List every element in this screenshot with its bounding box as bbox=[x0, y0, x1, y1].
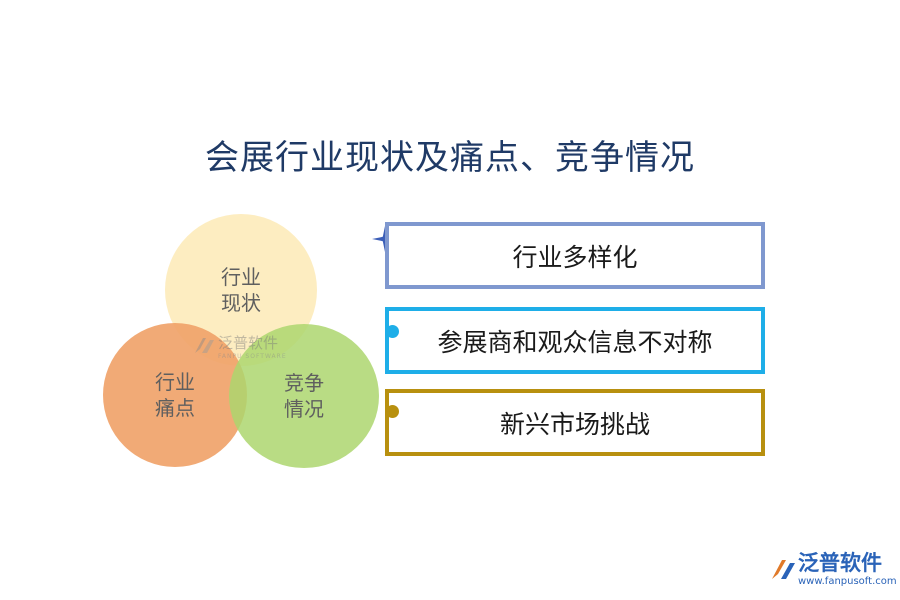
brand-logo-url: www.fanpusoft.com bbox=[798, 576, 897, 587]
watermark-text: 泛普软件 bbox=[218, 334, 279, 352]
brand-logo: 泛普软件 www.fanpusoft.com bbox=[770, 553, 897, 587]
item-box-industry-diversification: 行业多样化 bbox=[385, 222, 765, 289]
watermark: 泛普软件 FANPU SOFTWARE bbox=[192, 332, 287, 360]
bullet-dot-icon bbox=[386, 325, 399, 338]
brand-logo-icon bbox=[772, 560, 795, 579]
slide-title: 会展行业现状及痛点、竞争情况 bbox=[205, 138, 695, 178]
brand-logo-text: 泛普软件 bbox=[798, 551, 882, 575]
bullet-dot-icon bbox=[386, 405, 399, 418]
item-label: 新兴市场挑战 bbox=[499, 409, 650, 439]
watermark-subtext: FANPU SOFTWARE bbox=[218, 353, 287, 360]
item-box-emerging-market-challenges: 新兴市场挑战 bbox=[385, 389, 765, 456]
item-box-information-asymmetry: 参展商和观众信息不对称 bbox=[385, 307, 765, 374]
circle-industry-pain-points: 行业 痛点 bbox=[103, 323, 247, 467]
watermark-logo-icon bbox=[195, 338, 214, 353]
item-label: 行业多样化 bbox=[512, 242, 638, 272]
circle-competition: 竞争 情况 bbox=[229, 324, 379, 468]
item-label: 参展商和观众信息不对称 bbox=[437, 327, 713, 357]
